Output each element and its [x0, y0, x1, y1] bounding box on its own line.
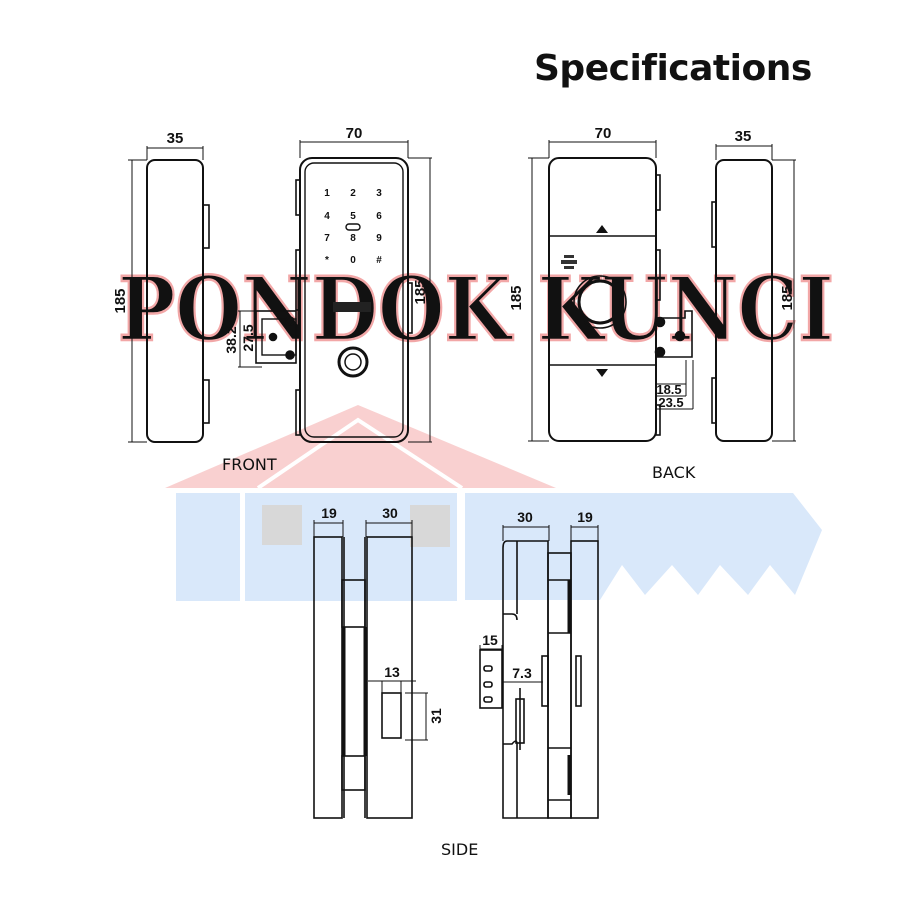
watermark-roof-highlight — [256, 417, 464, 490]
keypad-key: 9 — [376, 233, 382, 244]
battery-cover-up-arrow-icon — [596, 225, 608, 233]
back-side-panel — [711, 144, 796, 442]
fingerprint-sensor-icon — [337, 346, 369, 378]
battery-cover-down-arrow-icon — [596, 369, 608, 377]
front-body-height-dim: 185 — [412, 279, 429, 304]
back-side-height-dim: 185 — [779, 285, 796, 310]
front-view-label: FRONT — [222, 455, 277, 474]
keypad-key: 7 — [324, 233, 330, 244]
side-right-knob-depth-dim: 15 — [482, 632, 498, 648]
front-side-panel — [128, 146, 210, 443]
front-mounting-bracket — [238, 310, 297, 368]
front-side-height-dim: 185 — [112, 288, 129, 313]
keypad-key: 2 — [350, 188, 356, 199]
front-bracket-inner-dim: 27.5 — [240, 324, 256, 351]
side-left-slot-width-dim: 13 — [384, 664, 400, 680]
watermark-key-slot-left — [262, 505, 302, 545]
side-left-dim-a: 19 — [321, 505, 337, 521]
back-body-height-dim: 185 — [508, 285, 525, 310]
front-side-width-dim: 35 — [167, 130, 184, 147]
side-left-slot-height-dim: 31 — [428, 708, 444, 724]
keypad-key: 6 — [376, 211, 382, 222]
keypad-key: 0 — [350, 255, 356, 266]
keypad-key: 4 — [324, 211, 330, 222]
front-brand-logo — [333, 302, 371, 312]
keypad-indicator-icon — [345, 223, 361, 231]
back-knob — [573, 275, 627, 329]
side-view-label: SIDE — [441, 840, 479, 859]
side-left-dim-b: 30 — [382, 505, 398, 521]
side-right-dim-a: 30 — [517, 509, 533, 525]
back-bracket-outer-dim: 23.5 — [658, 395, 683, 410]
back-view-label: BACK — [652, 463, 696, 482]
back-side-width-dim: 35 — [735, 128, 752, 145]
side-view-left — [313, 520, 428, 819]
keypad-key: * — [325, 255, 329, 266]
keypad-key: 3 — [376, 188, 382, 199]
back-bracket-inner-dim: 18.5 — [656, 382, 681, 397]
side-right-dim-b: 19 — [577, 509, 593, 525]
keypad-key: # — [376, 255, 382, 266]
side-right-bolt-depth-dim: 7.3 — [512, 665, 532, 681]
front-bracket-outer-dim: 38.2 — [223, 326, 239, 353]
side-view-right — [479, 525, 599, 819]
back-body — [528, 140, 661, 442]
front-body — [295, 140, 432, 443]
front-keypad: 1 2 3 4 5 6 7 8 9 * 0 # — [324, 188, 382, 266]
front-body-width-dim: 70 — [346, 125, 363, 142]
back-mounting-bracket — [654, 310, 694, 410]
page-title: Specifications — [534, 48, 812, 89]
watermark-key-slot-right — [410, 505, 450, 547]
keypad-key: 8 — [350, 233, 356, 244]
keypad-key: 1 — [324, 188, 330, 199]
watermark-roof — [165, 405, 556, 488]
keypad-key: 5 — [350, 211, 356, 222]
back-body-width-dim: 70 — [595, 125, 612, 142]
back-button-icon — [561, 255, 577, 269]
